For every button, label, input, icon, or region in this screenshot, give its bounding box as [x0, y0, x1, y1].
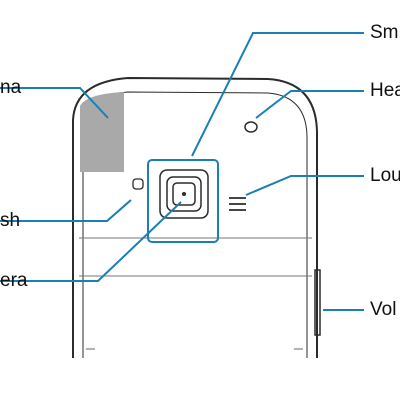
camera-lens-ring [166, 176, 202, 212]
headset-jack [244, 121, 258, 133]
camera-label: era [0, 270, 28, 291]
speaker-label: Lou [370, 165, 400, 186]
speaker-callout-line [245, 175, 364, 196]
smart-label: Sm [370, 22, 399, 43]
flash-label: sh [0, 210, 21, 231]
flash-callout-line [0, 199, 132, 222]
headset-label: Hea [370, 80, 400, 101]
antenna-area [80, 92, 124, 172]
smart-callout-line [191, 32, 364, 157]
flash-icon [132, 178, 144, 190]
camera-callout-line [0, 201, 182, 282]
phone-body-outline [72, 76, 318, 358]
headset-callout-line [255, 90, 364, 119]
antenna-callout-line [0, 87, 109, 119]
camera-lens [172, 182, 196, 206]
volume-key [314, 269, 321, 336]
antenna-label: na [0, 77, 22, 98]
volume-label: Vol [370, 299, 397, 320]
camera-center-dot [182, 192, 186, 196]
camera-highlight-box [147, 159, 219, 243]
